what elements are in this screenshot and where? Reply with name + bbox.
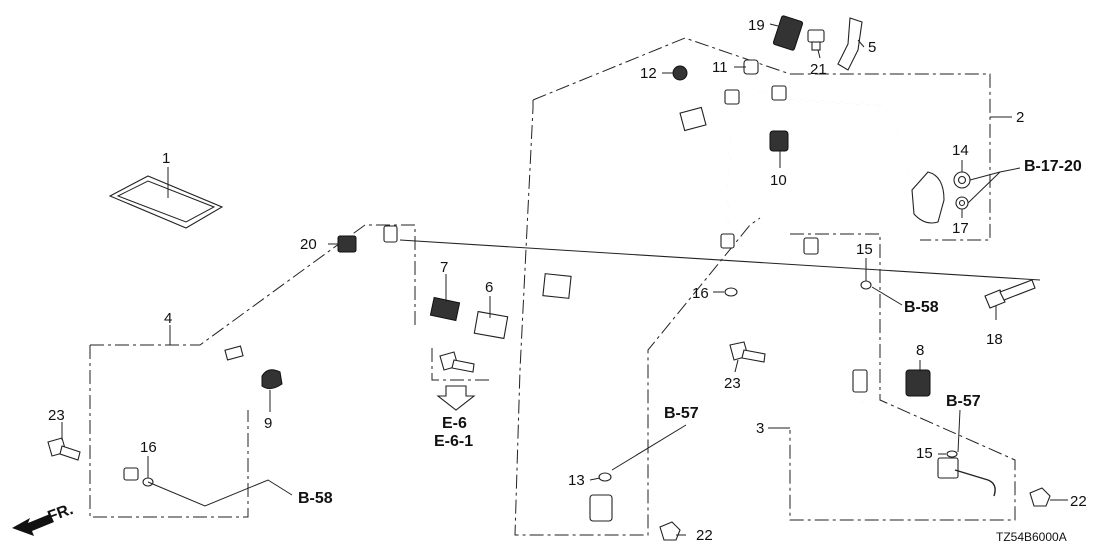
- callout-16b: 16: [140, 439, 157, 456]
- callout-15b: 15: [916, 445, 933, 462]
- callout-23b: 23: [724, 375, 741, 392]
- drawing-code: TZ54B6000A: [996, 530, 1067, 544]
- part-4-pipe: [110, 225, 398, 494]
- callout-19: 19: [748, 17, 765, 34]
- callout-21: 21: [810, 61, 827, 78]
- callout-13: 13: [568, 472, 585, 489]
- front-direction-arrow: [12, 514, 54, 536]
- callout-9: 9: [264, 415, 272, 432]
- callout-3: 3: [756, 420, 764, 437]
- ref-b-58-right: B-58: [904, 299, 939, 316]
- ref-b-57-center: B-57: [664, 405, 699, 422]
- callout-17: 17: [952, 220, 969, 237]
- reference-labels: B-17-20 B-58 B-58 B-57 B-57 E-6 E-6-1: [298, 158, 1082, 507]
- part-3-hose: [803, 237, 1002, 514]
- callout-4: 4: [164, 310, 172, 327]
- part-1-pad: [108, 175, 224, 229]
- callout-numbers: 1 2 3 4 5 6 7 8 9 10 11 12 13 14 15 15 1…: [48, 17, 1087, 544]
- callout-22a: 22: [696, 527, 713, 544]
- callout-11: 11: [712, 59, 728, 76]
- callout-14: 14: [952, 142, 969, 159]
- part-2-hose: [533, 85, 945, 522]
- front-label: FR.: [46, 501, 76, 526]
- callout-12: 12: [640, 65, 657, 82]
- callout-15a: 15: [856, 241, 873, 258]
- callout-20: 20: [300, 236, 317, 253]
- callout-8: 8: [916, 342, 924, 359]
- callout-10: 10: [770, 172, 787, 189]
- callout-1: 1: [162, 150, 170, 167]
- ref-e-6: E-6: [442, 415, 467, 432]
- callout-7: 7: [440, 259, 448, 276]
- leader-lines: [61, 23, 1068, 536]
- ref-b-17-20: B-17-20: [1024, 158, 1082, 175]
- callout-18: 18: [986, 331, 1003, 348]
- ref-e-6-1: E-6-1: [434, 433, 473, 450]
- ref-b-58-left: B-58: [298, 490, 333, 507]
- callout-16a: 16: [692, 285, 709, 302]
- callout-23a: 23: [48, 407, 65, 424]
- e6-reference-arrow: [436, 385, 476, 411]
- callout-2: 2: [1016, 109, 1024, 126]
- callout-22b: 22: [1070, 493, 1087, 510]
- callout-6: 6: [485, 279, 493, 296]
- ref-b-57-right: B-57: [946, 393, 981, 410]
- callout-5: 5: [868, 39, 876, 56]
